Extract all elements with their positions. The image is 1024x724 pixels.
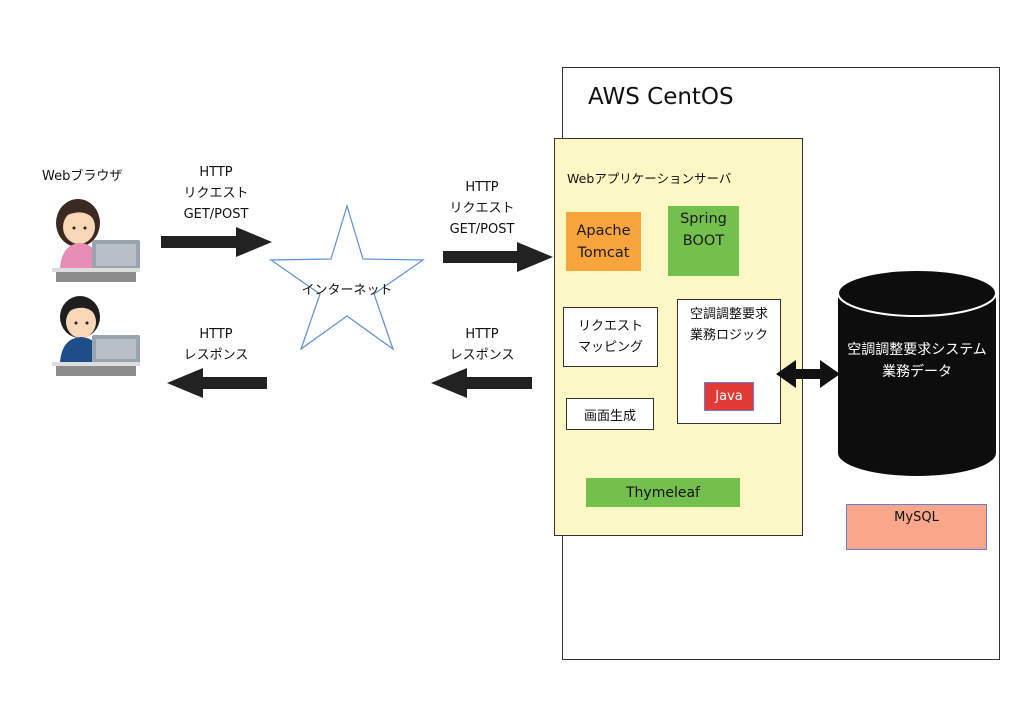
app-server-title: Webアプリケーションサーバ bbox=[567, 171, 732, 186]
database-label: 空調調整要求システム 業務データ bbox=[847, 342, 987, 380]
response-label-left: HTTP レスポンス bbox=[183, 327, 249, 363]
database-cylinder-icon bbox=[837, 269, 997, 476]
browser-label: Webブラウザ bbox=[42, 169, 123, 184]
request-mapping-box: リクエスト マッピング bbox=[563, 307, 658, 367]
request-arrow-left bbox=[161, 227, 272, 257]
aws-server-title: AWS CentOS bbox=[588, 84, 734, 110]
response-arrow-left bbox=[167, 368, 267, 398]
request-label-right: HTTP リクエスト GET/POST bbox=[449, 180, 515, 237]
request-label-left: HTTP リクエスト GET/POST bbox=[183, 165, 249, 222]
mysql-box: MySQL bbox=[846, 504, 987, 550]
response-arrow-right bbox=[431, 368, 532, 398]
user-man-icon bbox=[52, 296, 140, 376]
logic-db-arrow bbox=[776, 360, 840, 388]
spring-boot-box: Spring BOOT bbox=[668, 206, 739, 276]
user-woman-icon bbox=[52, 199, 140, 282]
request-arrow-right bbox=[443, 242, 553, 272]
tomcat-box: Apache Tomcat bbox=[566, 212, 641, 271]
thymeleaf-box: Thymeleaf bbox=[586, 478, 740, 507]
render-screen-box: 画面生成 bbox=[566, 398, 654, 430]
response-label-right: HTTP レスポンス bbox=[449, 327, 515, 363]
java-box: Java bbox=[704, 382, 754, 411]
internet-label: インターネット bbox=[301, 283, 393, 298]
internet-star-icon bbox=[269, 203, 425, 351]
